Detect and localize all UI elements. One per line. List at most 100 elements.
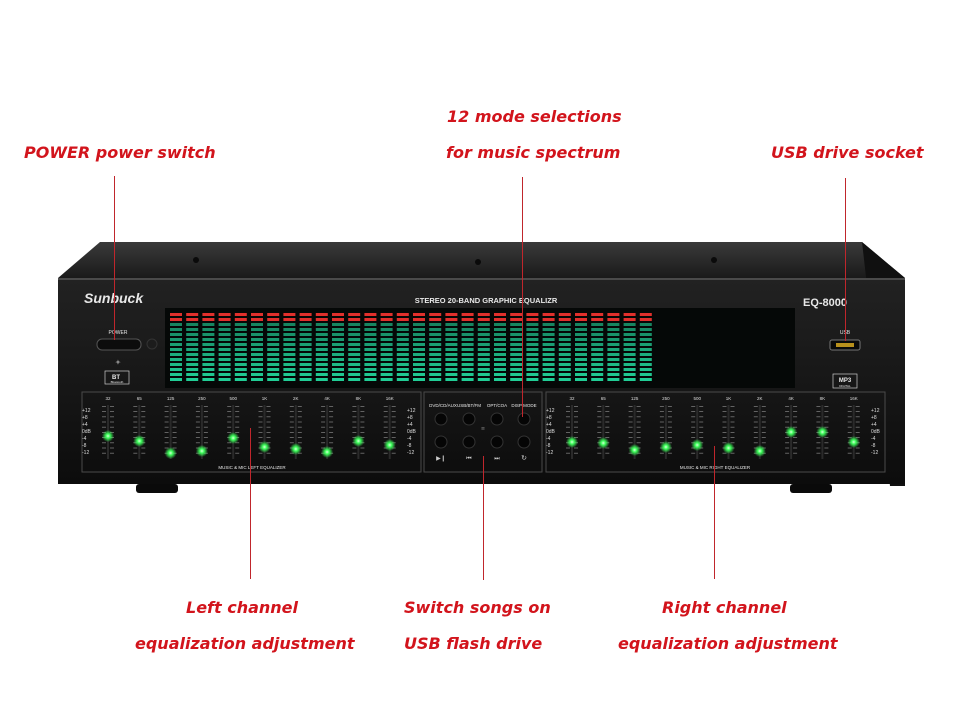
- eq-slider-led[interactable]: [227, 432, 240, 444]
- eq-tick: [793, 416, 798, 418]
- eq-band-label: 65: [137, 396, 143, 401]
- button-d[interactable]: [517, 435, 531, 449]
- eq-slider-led[interactable]: [785, 426, 798, 438]
- spectrum-segment: [251, 343, 263, 346]
- eq-tick: [824, 426, 829, 428]
- eq-tick: [258, 426, 263, 428]
- eq-slider-track[interactable]: [727, 405, 730, 459]
- eq-slider-led[interactable]: [847, 436, 860, 448]
- spectrum-segment: [461, 368, 474, 371]
- repeat-icon[interactable]: ↻: [521, 454, 527, 462]
- eq-tick: [235, 411, 240, 412]
- next-icon[interactable]: ⏭: [494, 455, 500, 462]
- eq-slider-track[interactable]: [326, 405, 329, 459]
- spectrum-segment: [299, 333, 312, 336]
- eq-tick: [391, 426, 396, 428]
- eq-slider-led[interactable]: [195, 445, 208, 457]
- eq-tick: [360, 416, 365, 418]
- eq-tick: [574, 452, 578, 454]
- eq-scale-label: -8: [407, 443, 412, 449]
- spectrum-segment: [364, 368, 377, 371]
- eq-slider-led[interactable]: [566, 436, 578, 448]
- eq-slider-track[interactable]: [664, 405, 667, 459]
- eq-tick: [761, 437, 766, 438]
- spectrum-segment: [332, 313, 344, 316]
- spectrum-segment: [639, 313, 652, 316]
- eq-slider-track[interactable]: [602, 405, 605, 459]
- eq-slider-led[interactable]: [659, 441, 672, 453]
- eq-tick: [133, 421, 138, 423]
- eq-slider-track[interactable]: [696, 405, 699, 459]
- spectrum-segment: [186, 358, 199, 361]
- eq-tick: [855, 416, 860, 418]
- eq-slider-led[interactable]: [164, 447, 177, 459]
- spectrum-segment: [364, 328, 377, 331]
- eq-slider-track[interactable]: [138, 405, 141, 459]
- play-pause-icon[interactable]: ▶❙: [436, 455, 446, 462]
- eq-slider-track[interactable]: [169, 405, 172, 459]
- eq-slider-led[interactable]: [133, 435, 146, 447]
- spectrum-segment: [251, 313, 263, 316]
- eq-slider-track[interactable]: [571, 405, 573, 459]
- spectrum-segment: [218, 333, 231, 336]
- source-button[interactable]: [434, 412, 448, 426]
- eq-slider-led[interactable]: [102, 430, 114, 442]
- spectrum-segment: [299, 348, 312, 351]
- eq-slider-track[interactable]: [294, 405, 297, 459]
- eq-tick: [195, 442, 200, 444]
- spectrum-segment: [202, 368, 215, 371]
- disp-mode-button[interactable]: [517, 412, 531, 426]
- eq-slider-track[interactable]: [388, 405, 391, 459]
- spectrum-segment: [380, 358, 393, 361]
- eq-slider-track[interactable]: [633, 405, 636, 459]
- spectrum-segment: [542, 373, 555, 376]
- eq-slider-led[interactable]: [753, 445, 766, 457]
- spectrum-segment: [234, 378, 247, 381]
- spectrum-segment: [186, 338, 199, 341]
- eq-slider-led[interactable]: [691, 439, 704, 451]
- spectrum-segment: [445, 363, 458, 366]
- eq-slider-led[interactable]: [289, 443, 302, 455]
- eq-tick: [203, 442, 208, 444]
- eq-tick: [235, 442, 240, 444]
- spectrum-segment: [445, 318, 458, 321]
- eq-band-label: 2K: [293, 396, 299, 401]
- opt-coa-button[interactable]: [490, 412, 504, 426]
- spectrum-segment: [477, 333, 490, 336]
- eq-band-label: 250: [662, 396, 670, 401]
- spectrum-segment: [348, 368, 361, 371]
- eq-slider-led[interactable]: [816, 426, 829, 438]
- power-button[interactable]: [96, 338, 142, 351]
- eq-slider-led[interactable]: [722, 442, 735, 454]
- eq-slider-track[interactable]: [357, 405, 360, 459]
- eq-slider-track[interactable]: [263, 405, 266, 459]
- spectrum-segment: [170, 343, 182, 346]
- eq-tick: [352, 411, 357, 412]
- eq-tick: [699, 426, 704, 428]
- mp3-sub: DIGITAL: [839, 384, 851, 388]
- spectrum-segment: [234, 343, 247, 346]
- spectrum-segment: [510, 358, 523, 361]
- eq-tick: [785, 442, 790, 444]
- eq-slider-track[interactable]: [200, 405, 203, 459]
- eq-slider-led[interactable]: [321, 446, 334, 458]
- eq-slider-track[interactable]: [758, 405, 761, 459]
- eq-slider-led[interactable]: [258, 441, 271, 453]
- eq-slider-led[interactable]: [352, 435, 365, 447]
- eq-slider-led[interactable]: [383, 439, 396, 451]
- eq-slider-led[interactable]: [597, 437, 610, 449]
- eq-tick: [847, 416, 852, 418]
- eq-slider-track[interactable]: [852, 405, 855, 459]
- eq-tick: [329, 432, 334, 433]
- spectrum-segment: [283, 358, 296, 361]
- usb-bt-fm-button[interactable]: [462, 412, 476, 426]
- spectrum-segment: [413, 328, 425, 331]
- eq-tick: [628, 416, 633, 418]
- previous-icon[interactable]: ⏮: [466, 455, 472, 462]
- button-c[interactable]: [490, 435, 504, 449]
- eq-slider-led[interactable]: [628, 444, 641, 456]
- eq-tick: [133, 452, 138, 454]
- eq-tick: [110, 406, 114, 407]
- button-b[interactable]: [462, 435, 476, 449]
- button-a[interactable]: [434, 435, 448, 449]
